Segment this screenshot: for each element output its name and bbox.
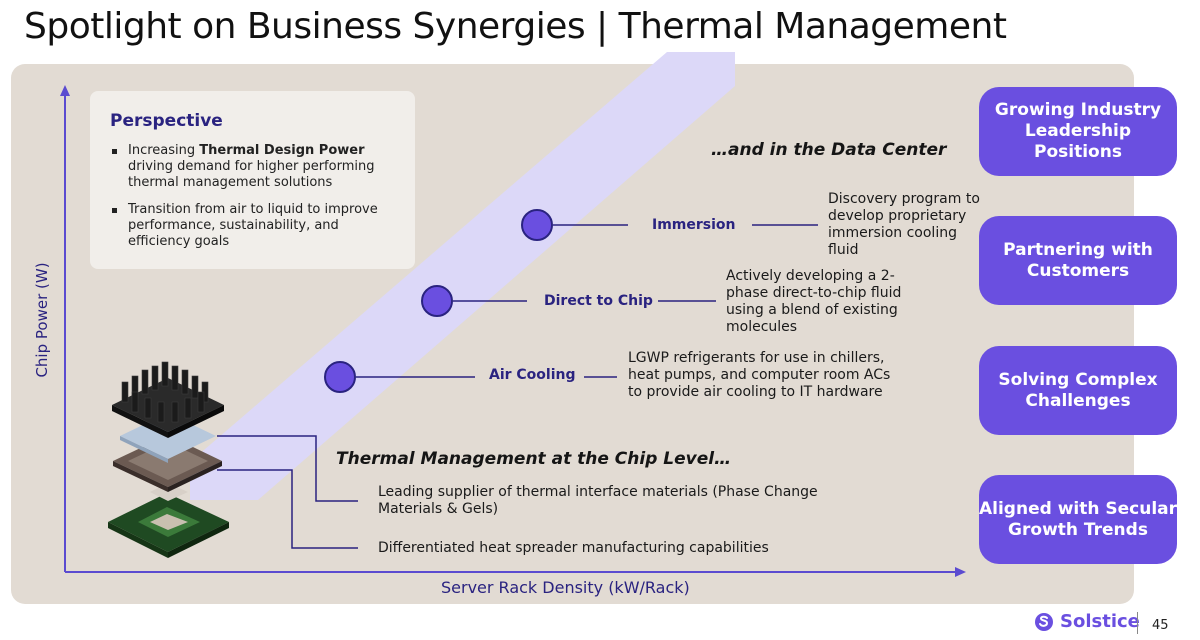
direct-to-chip-label: Direct to Chip xyxy=(544,293,653,309)
solstice-logo-icon xyxy=(1035,612,1053,631)
immersion-label: Immersion xyxy=(652,217,736,233)
growth-band xyxy=(190,52,735,500)
perspective-bullet: Increasing Thermal Design Power driving … xyxy=(110,143,400,191)
data-center-heading: …and in the Data Center xyxy=(711,140,947,160)
x-axis-label: Server Rack Density (kW/Rack) xyxy=(441,578,690,597)
air-cooling-label: Air Cooling xyxy=(489,367,576,383)
y-axis-arrow xyxy=(60,85,70,96)
page-title: Spotlight on Business Synergies | Therma… xyxy=(24,6,1007,47)
direct-to-chip-marker xyxy=(421,285,453,317)
tim-description: Leading supplier of thermal interface ma… xyxy=(378,484,818,517)
footer-divider xyxy=(1137,612,1138,634)
y-axis-label: Chip Power (W) xyxy=(33,262,51,378)
direct-to-chip-description: Actively developing a 2-phase direct-to-… xyxy=(726,268,902,335)
tim-connector xyxy=(217,435,358,502)
air-cooling-marker xyxy=(324,361,356,393)
pill-partnering: Partnering with Customers xyxy=(979,216,1177,305)
pill-industry-leadership: Growing Industry Leadership Positions xyxy=(979,87,1177,176)
air-cooling-description: LGWP refrigerants for use in chillers, h… xyxy=(628,350,891,400)
immersion-marker xyxy=(521,209,553,241)
chip-level-heading: Thermal Management at the Chip Level… xyxy=(336,449,732,469)
x-axis-arrow xyxy=(955,567,966,577)
page-number: 45 xyxy=(1152,618,1169,633)
brand-name: Solstice xyxy=(1060,611,1140,632)
brand-logo: Solstice xyxy=(1034,611,1140,632)
perspective-bullet: Transition from air to liquid to improve… xyxy=(110,202,400,250)
pill-complex-challenges: Solving Complex Challenges xyxy=(979,346,1177,435)
spreader-description: Differentiated heat spreader manufacturi… xyxy=(378,540,769,556)
spreader-connector xyxy=(217,469,358,549)
perspective-box: Perspective Increasing Thermal Design Po… xyxy=(90,91,415,269)
immersion-description: Discovery program to develop proprietary… xyxy=(828,191,980,258)
chip-stack-illustration xyxy=(108,361,229,558)
pill-secular-growth: Aligned with Secular Growth Trends xyxy=(979,475,1177,564)
perspective-list: Increasing Thermal Design Power driving … xyxy=(110,143,400,261)
perspective-heading: Perspective xyxy=(110,111,223,131)
